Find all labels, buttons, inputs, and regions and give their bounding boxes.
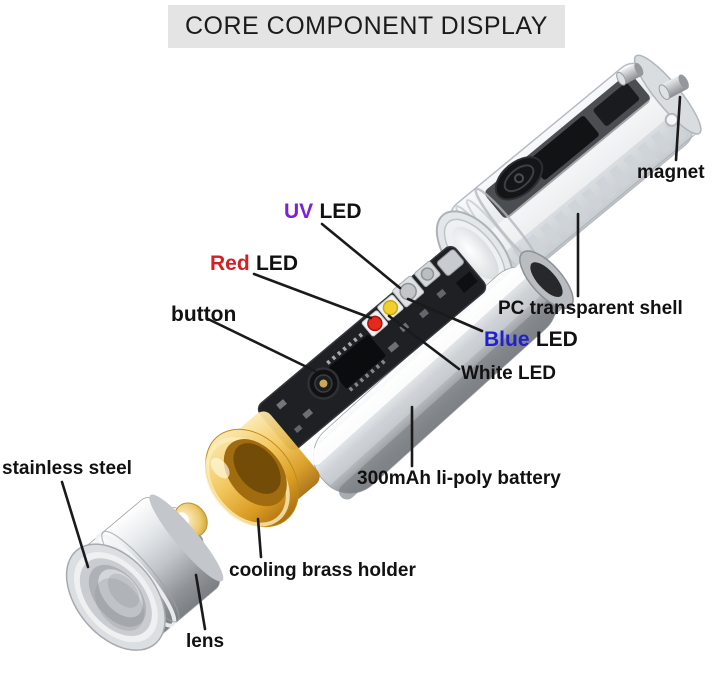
label-pc-shell: PC transparent shell [498,298,683,319]
power-button [494,156,544,201]
blue-led-package [392,275,425,308]
label-brass-holder: cooling brass holder [229,560,416,581]
label-uv-word: UV [284,200,314,223]
magnet-cylinder [616,62,644,86]
chip [329,335,386,389]
leader-uv-led [320,222,402,290]
label-stainless-steel: stainless steel [2,458,132,479]
stainless-steel-bezel [65,494,224,651]
leader-lines [60,95,682,631]
bezel-face [65,543,166,651]
label-blue-word: Blue [484,328,530,351]
label-magnet: magnet [637,162,705,183]
magnet-cylinder [658,74,689,100]
label-white-led: White LED [461,363,556,384]
power-icon [514,173,525,184]
leader-brass-holder [256,517,263,559]
label-red-word: Red [210,252,250,275]
leader-white-led [387,314,461,371]
label-lens: lens [186,631,225,652]
leader-lens [194,573,207,631]
label-battery: 300mAh li-poly battery [357,468,561,489]
pcb-button [307,367,340,400]
cooling-brass-holder [205,411,320,528]
battery [307,250,574,500]
magnets [616,62,689,100]
page-title: CORE COMPONENT DISPLAY [168,5,565,48]
leader-red-led [252,272,373,320]
label-button: button [171,303,237,326]
leader-magnet [674,95,682,162]
leader-button [206,317,317,373]
white-led-package [377,294,404,321]
leader-blue-led [406,297,484,333]
led-circuit-board [257,246,487,450]
lanyard-hole [664,112,679,127]
leader-stainless-steel [60,480,90,569]
uv-led-package [414,261,441,288]
